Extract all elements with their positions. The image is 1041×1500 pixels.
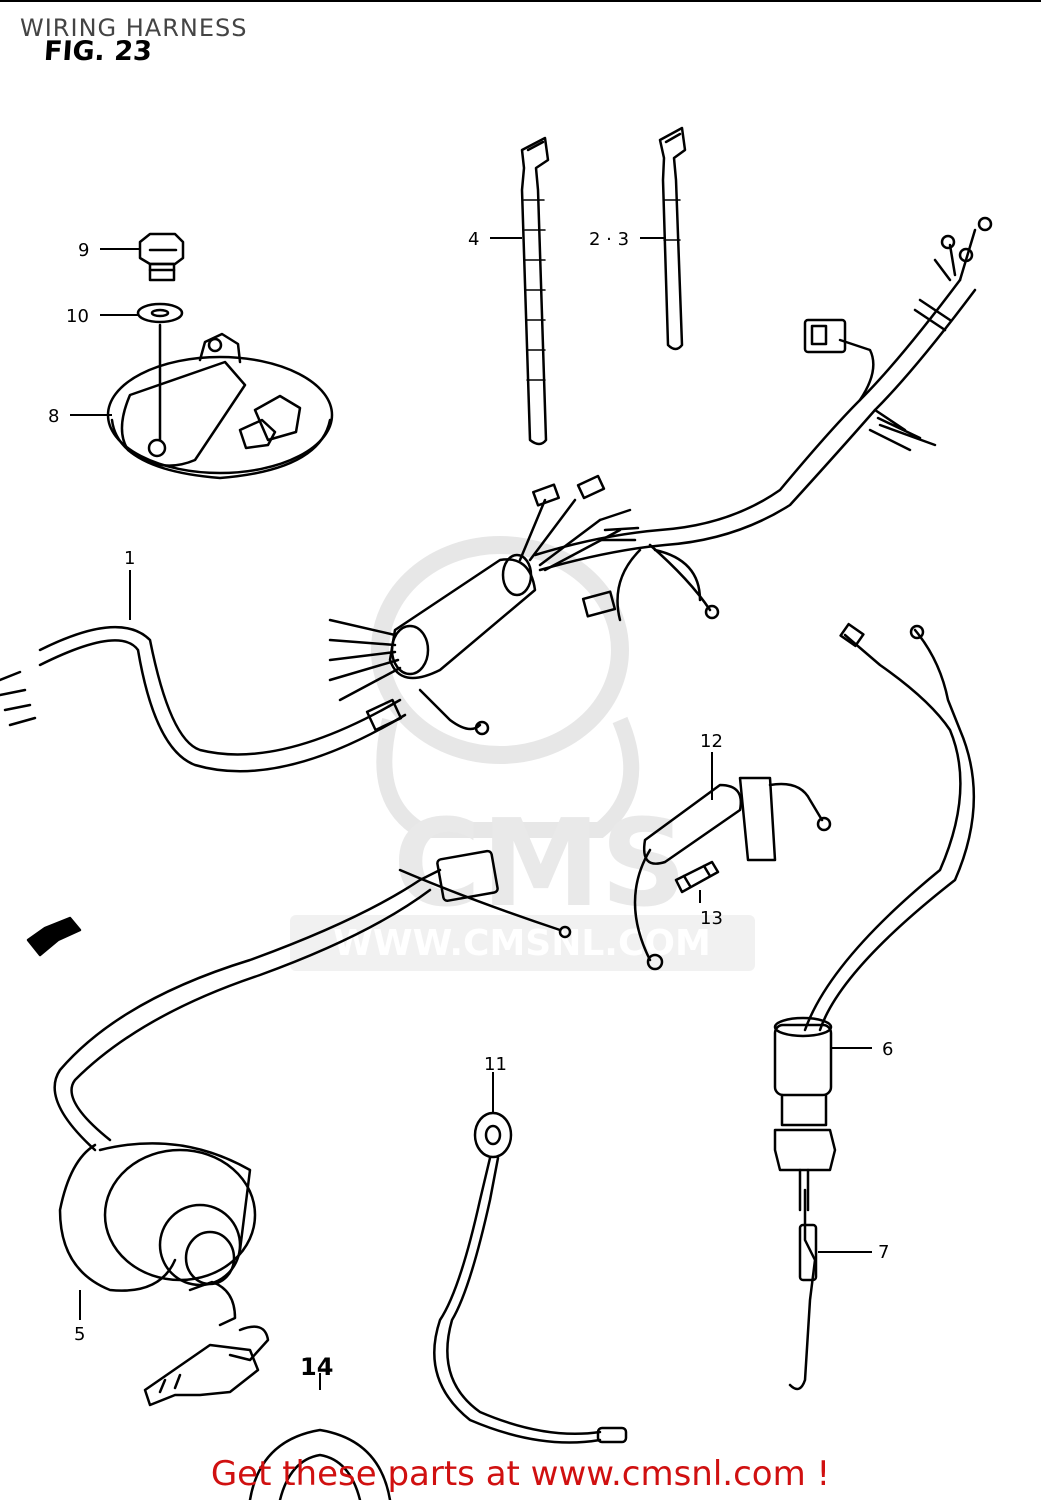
callout-14: 14 <box>300 1353 333 1381</box>
callout-9: 9 <box>78 240 89 261</box>
ignition-switch-part-5 <box>53 849 572 1407</box>
watermark: CMS WWW.CMSNL.COM <box>290 536 755 971</box>
callout-6: 6 <box>882 1039 893 1060</box>
top-rule <box>0 0 1041 2</box>
callout-12: 12 <box>700 731 723 752</box>
footer-parts-link[interactable]: Get these parts at www.cmsnl.com ! <box>210 1454 831 1494</box>
callout-5: 5 <box>74 1324 85 1345</box>
callout-8: 8 <box>48 406 59 427</box>
callout-7: 7 <box>878 1242 889 1263</box>
callout-11: 11 <box>484 1054 507 1075</box>
callout-labels: 1 2 · 3 4 5 6 7 8 9 10 11 12 13 14 <box>48 229 893 1381</box>
fuse-part-13 <box>674 860 720 894</box>
cable-tie-part-2-3 <box>658 126 687 351</box>
fuse-holder-part-12 <box>633 776 832 971</box>
bolt-part-9 <box>138 232 185 282</box>
watermark-mascot-head <box>371 536 629 764</box>
watermark-logo-text: CMS <box>393 795 687 934</box>
page-title: WIRING HARNESS <box>20 14 248 42</box>
watermark-mascot-body <box>376 716 640 838</box>
ground-lead-part-11 <box>433 1111 628 1444</box>
callout-1: 1 <box>124 548 135 569</box>
cable-tie-part-4 <box>520 136 550 446</box>
callout-4: 4 <box>468 229 479 250</box>
front-direction-arrow-icon <box>26 916 82 957</box>
spring-part-7 <box>788 1188 818 1391</box>
horn-part-8 <box>106 323 334 480</box>
switch-part-6 <box>773 622 976 1212</box>
washer-part-10 <box>136 302 184 324</box>
callout-2-3: 2 · 3 <box>589 229 629 250</box>
watermark-url: WWW.CMSNL.COM <box>333 923 711 964</box>
callout-13: 13 <box>700 908 723 929</box>
cap-part-14 <box>248 1428 392 1500</box>
callout-10: 10 <box>66 306 89 327</box>
callout-leaders <box>70 237 872 1390</box>
main-harness-part-1 <box>0 216 993 773</box>
